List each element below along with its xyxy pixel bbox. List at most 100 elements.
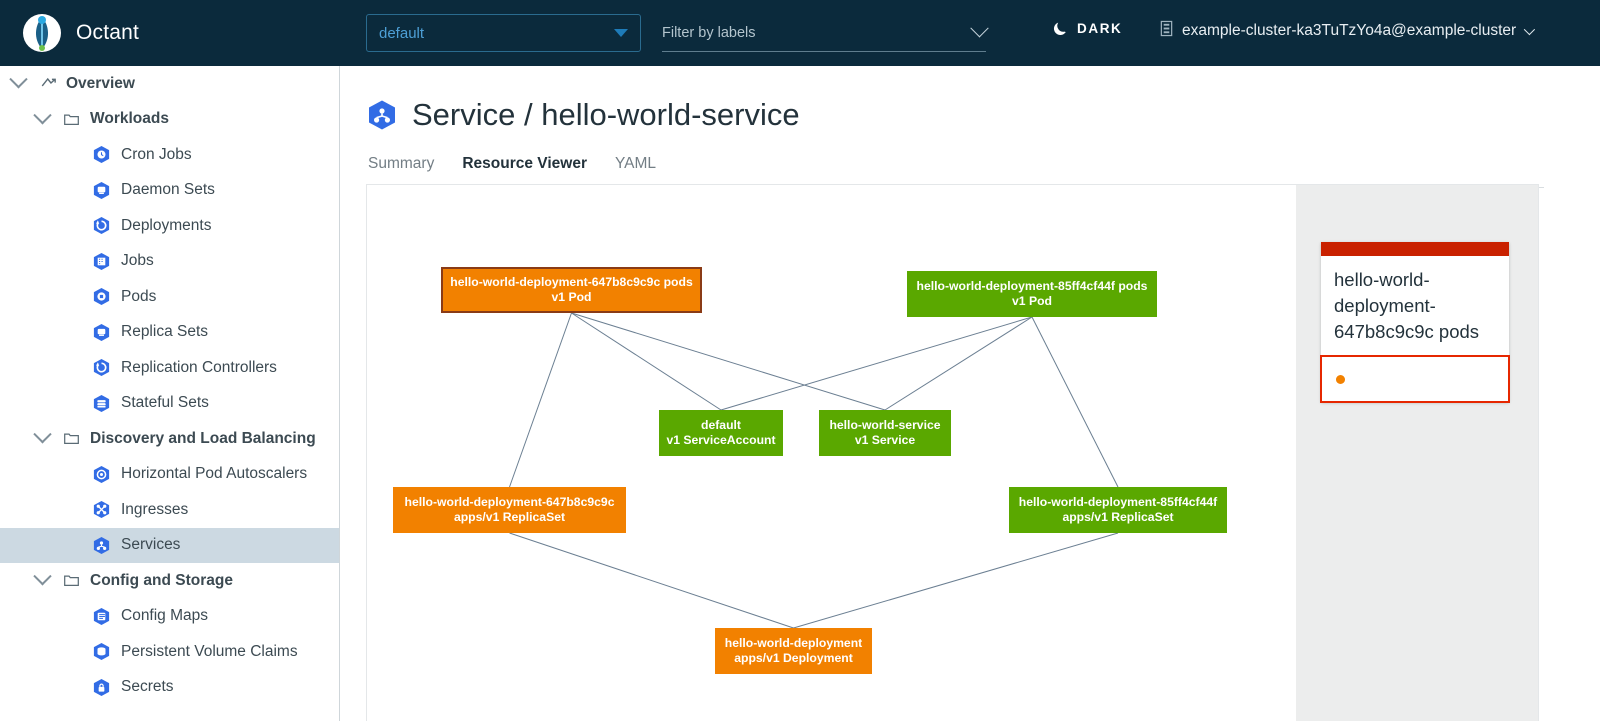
dark-mode-toggle[interactable]: DARK — [1052, 20, 1122, 37]
app-header: Octant default Filter by labels DARK — [0, 0, 1600, 66]
label-filter-input[interactable]: Filter by labels — [662, 14, 989, 52]
chevron-down-icon[interactable] — [9, 70, 28, 89]
cluster-icon — [1159, 20, 1174, 42]
chevron-down-icon — [1523, 23, 1536, 36]
octant-logo-icon — [22, 13, 62, 53]
sidebar-item-label: Deployments — [121, 216, 212, 234]
k8s-replicaset-icon — [92, 323, 111, 342]
graph-node-title: default — [701, 418, 741, 432]
sidebar-item-label: Stateful Sets — [121, 394, 209, 412]
sidebar-item-discovery-and-load-balancing[interactable]: Discovery and Load Balancing — [0, 421, 339, 457]
detail-accent-bar — [1321, 242, 1509, 256]
detail-status-box[interactable] — [1320, 355, 1510, 403]
sidebar-item-config-and-storage[interactable]: Config and Storage — [0, 563, 339, 599]
sidebar-item-overview[interactable]: Overview — [0, 66, 339, 102]
graph-edge — [571, 312, 722, 411]
detail-card[interactable]: hello-world-deployment-647b8c9c9c pods — [1320, 242, 1510, 403]
moon-icon — [1052, 20, 1069, 37]
graph-node-kind: apps/v1 ReplicaSet — [1062, 510, 1174, 524]
graph-edge — [884, 316, 1033, 411]
cluster-selector[interactable]: example-cluster-ka3TuTzYo4a@example-clus… — [1159, 20, 1536, 42]
sidebar-item-jobs[interactable]: Jobs — [0, 244, 339, 280]
chevron-down-icon[interactable] — [33, 567, 52, 586]
label-filter-placeholder: Filter by labels — [662, 24, 756, 41]
k8s-statefulset-icon — [92, 394, 111, 413]
sidebar-item-stateful-sets[interactable]: Stateful Sets — [0, 386, 339, 422]
k8s-pvc-icon — [92, 642, 111, 661]
cluster-name: example-cluster-ka3TuTzYo4a@example-clus… — [1182, 22, 1517, 39]
graph-node-title: hello-world-deployment-85ff4cf44f — [1018, 495, 1218, 509]
sidebar-item-label: Ingresses — [121, 500, 189, 518]
tab-resource-viewer[interactable]: Resource Viewer — [448, 155, 601, 188]
sidebar-item-label: Replica Sets — [121, 323, 209, 341]
sidebar-item-config-maps[interactable]: Config Maps — [0, 599, 339, 635]
sidebar-item-daemon-sets[interactable]: Daemon Sets — [0, 173, 339, 209]
graph-edge — [509, 532, 794, 629]
brand[interactable]: Octant — [0, 0, 345, 66]
graph-node-kind: apps/v1 Deployment — [734, 651, 853, 665]
sidebar-item-label: Secrets — [121, 678, 174, 696]
status-dot-icon — [1336, 374, 1345, 384]
graph-node-title: hello-world-deployment — [724, 636, 863, 650]
sidebar-item-horizontal-pod-autoscalers[interactable]: Horizontal Pod Autoscalers — [0, 457, 339, 493]
chevron-down-icon[interactable] — [33, 105, 52, 125]
sidebar-item-secrets[interactable]: Secrets — [0, 670, 339, 706]
sidebar-item-label: Persistent Volume Claims — [121, 642, 298, 660]
namespace-value: default — [379, 24, 425, 42]
sidebar-item-persistent-volume-claims[interactable]: Persistent Volume Claims — [0, 634, 339, 670]
k8s-replicationcontroller-icon — [92, 358, 111, 377]
graph-edge — [793, 532, 1119, 629]
sidebar-item-deployments[interactable]: Deployments — [0, 208, 339, 244]
k8s-service-icon — [92, 536, 111, 555]
sidebar-item-ingresses[interactable]: Ingresses — [0, 492, 339, 528]
namespace-select[interactable]: default — [366, 14, 641, 52]
overview-icon — [39, 75, 56, 92]
tab-yaml[interactable]: YAML — [614, 155, 657, 172]
chevron-down-icon[interactable] — [33, 425, 52, 444]
graph-edge — [1031, 316, 1119, 488]
sidebar-item-label: Workloads — [90, 110, 169, 128]
sidebar-item-label: Replication Controllers — [121, 358, 277, 376]
sidebar-item-label: Config Maps — [121, 607, 209, 625]
sidebar-item-replica-sets[interactable]: Replica Sets — [0, 315, 339, 351]
folder-icon — [63, 572, 80, 589]
k8s-hpa-icon — [92, 465, 111, 484]
page-title: Service / hello-world-service — [366, 97, 1600, 133]
sidebar-item-label: Pods — [121, 287, 157, 305]
k8s-configmap-icon — [92, 607, 111, 626]
graph-node-title: hello-world-deployment-647b8c9c9c pods — [450, 275, 693, 289]
graph-edges — [509, 312, 1119, 629]
dark-mode-label: DARK — [1077, 21, 1123, 36]
tab-summary[interactable]: Summary — [368, 155, 435, 172]
k8s-cronjob-icon — [92, 145, 111, 164]
sidebar-item-label: Services — [121, 536, 181, 554]
k8s-secret-icon — [92, 678, 111, 697]
chevron-down-icon — [970, 19, 989, 38]
graph-node-kind: v1 Pod — [551, 290, 592, 304]
chevron-down-icon — [614, 29, 628, 37]
sidebar-item-replication-controllers[interactable]: Replication Controllers — [0, 350, 339, 386]
k8s-ingress-icon — [92, 500, 111, 519]
sidebar-item-services[interactable]: Services — [0, 527, 339, 563]
sidebar-item-label: Horizontal Pod Autoscalers — [121, 465, 308, 483]
sidebar-item-label: Daemon Sets — [121, 181, 215, 199]
sidebar-item-cron-jobs[interactable]: Cron Jobs — [0, 137, 339, 173]
sidebar-item-workloads[interactable]: Workloads — [0, 102, 339, 138]
folder-icon — [63, 430, 80, 447]
sidebar-item-label: Discovery and Load Balancing — [90, 429, 316, 447]
graph-node-kind: v1 ServiceAccount — [666, 433, 776, 447]
sidebar-item-pods[interactable]: Pods — [0, 279, 339, 315]
sidebar-item-label: Config and Storage — [90, 571, 233, 589]
k8s-daemonset-icon — [92, 181, 111, 200]
